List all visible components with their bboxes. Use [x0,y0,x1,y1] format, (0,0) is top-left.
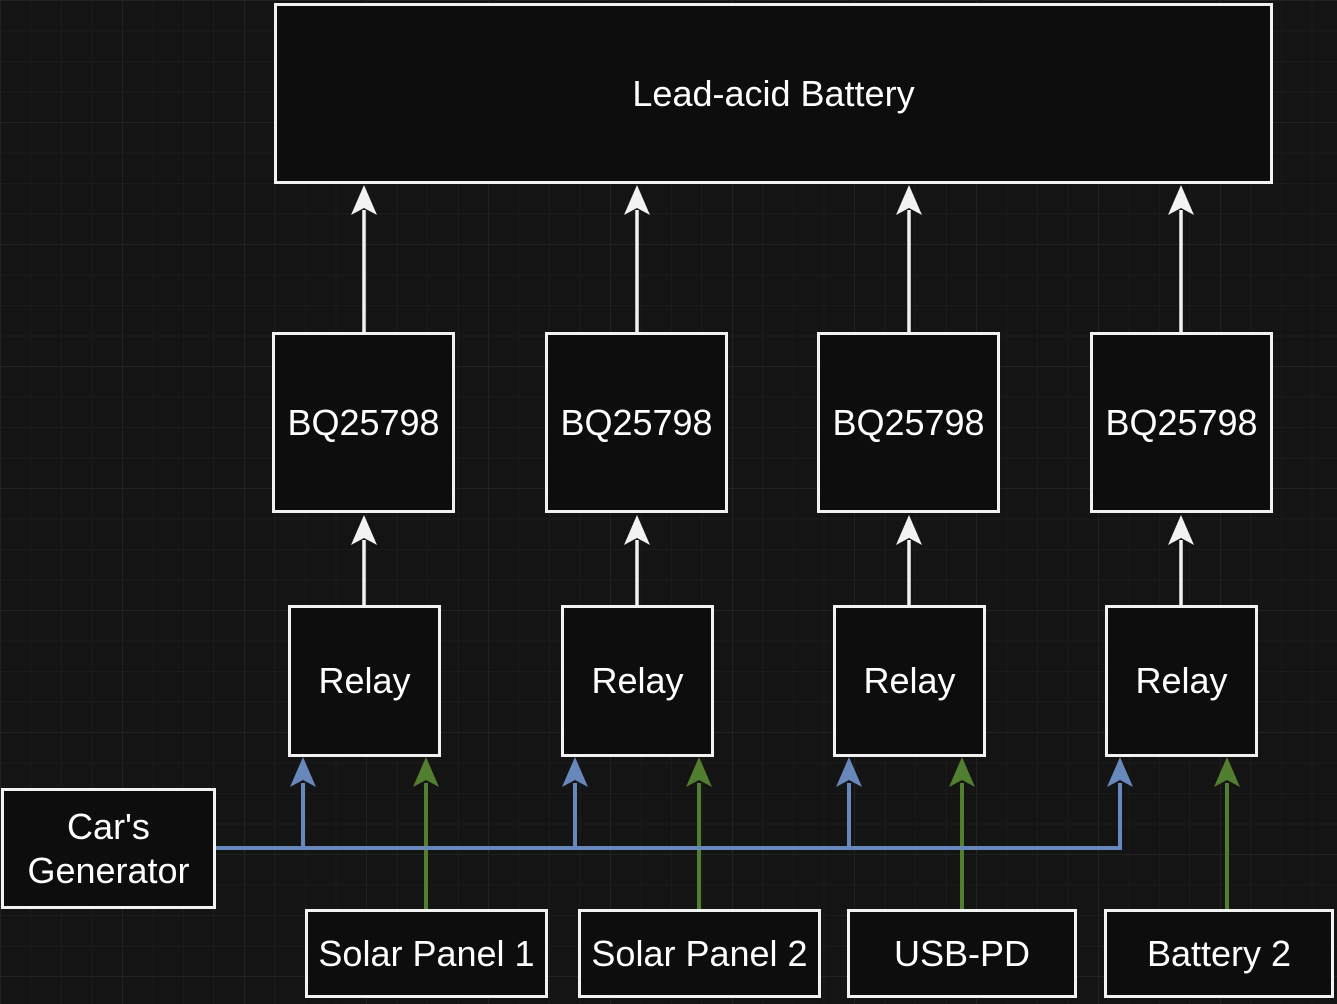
white-arrow-relay-3-to-bq-3 [896,515,922,605]
node-relay-3-label: Relay [863,660,956,702]
green-arrow-solar-panel-2-to-relay-2 [686,757,712,909]
white-arrow-bq-4-to-battery [1168,185,1194,332]
node-bq25798-1: BQ25798 [272,332,455,513]
node-solar-panel-2: Solar Panel 2 [578,909,821,998]
node-lead-acid-battery: Lead-acid Battery [274,3,1273,184]
node-relay-2-label: Relay [591,660,684,702]
green-arrow-usb-pd-to-relay-3 [949,757,975,909]
node-relay-3: Relay [833,605,986,757]
node-relay-2: Relay [561,605,714,757]
node-lead-acid-battery-label: Lead-acid Battery [632,72,915,114]
node-usb-pd-label: USB-PD [893,932,1031,974]
white-arrow-relay-2-to-bq-2 [624,515,650,605]
green-arrow-solar-panel-1-to-relay-1 [413,757,439,909]
node-cars-generator-label: Car's Generator [27,805,190,891]
node-bq25798-4-label: BQ25798 [1105,401,1258,443]
node-solar-panel-1: Solar Panel 1 [305,909,548,998]
node-relay-1-label: Relay [318,660,411,702]
node-bq25798-2: BQ25798 [545,332,728,513]
white-arrow-bq-3-to-battery [896,185,922,332]
node-relay-1: Relay [288,605,441,757]
white-arrow-bq-2-to-battery [624,185,650,332]
node-bq25798-3: BQ25798 [817,332,1000,513]
node-usb-pd: USB-PD [847,909,1077,998]
node-bq25798-2-label: BQ25798 [560,401,713,443]
node-solar-panel-1-label: Solar Panel 1 [318,932,535,974]
node-cars-generator: Car's Generator [1,788,216,909]
white-arrow-bq-1-to-battery [351,185,377,332]
green-arrow-battery-2-to-relay-4 [1214,757,1240,909]
node-bq25798-4: BQ25798 [1090,332,1273,513]
node-bq25798-1-label: BQ25798 [287,401,440,443]
node-bq25798-3-label: BQ25798 [832,401,985,443]
node-relay-4: Relay [1105,605,1258,757]
node-battery-2-label: Battery 2 [1146,932,1292,974]
white-arrow-relay-4-to-bq-4 [1168,515,1194,605]
blue-generator-bus [216,757,1133,850]
node-relay-4-label: Relay [1135,660,1228,702]
white-arrow-relay-1-to-bq-1 [351,515,377,605]
node-solar-panel-2-label: Solar Panel 2 [591,932,808,974]
node-battery-2: Battery 2 [1104,909,1334,998]
